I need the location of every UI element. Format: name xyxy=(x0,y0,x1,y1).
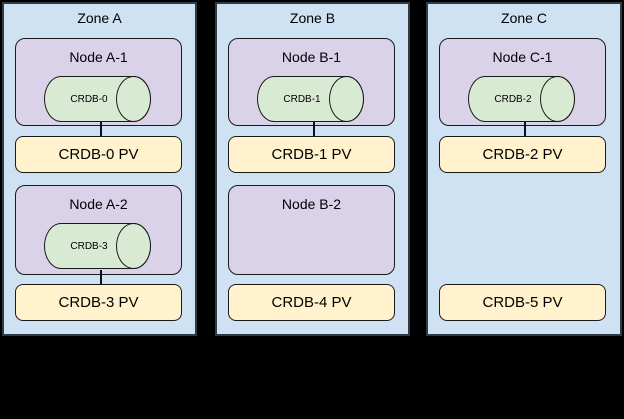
zone-b-container: Zone B Node B-1 CRDB-1 CRDB-1 PV Node B-… xyxy=(215,2,410,336)
node-c1-box: Node C-1 CRDB-2 xyxy=(439,38,606,126)
crdb-0-pv-box: CRDB-0 PV xyxy=(15,136,182,173)
zone-c-label: Zone C xyxy=(501,10,547,26)
crdb-2-pv-box: CRDB-2 PV xyxy=(439,136,606,173)
node-a2-label: Node A-2 xyxy=(69,196,128,212)
node-b1-label: Node B-1 xyxy=(281,49,342,65)
crdb-2-pv-label: CRDB-2 PV xyxy=(482,146,563,163)
cylinder-end-cap-icon xyxy=(116,223,151,269)
zone-a-label: Zone A xyxy=(77,10,122,26)
zone-c-container: Zone C Node C-1 CRDB-2 CRDB-2 PV CRDB-5 … xyxy=(426,2,622,336)
node-b2-box: Node B-2 xyxy=(228,185,395,275)
crdb-3-pod-label: CRDB-3 xyxy=(70,240,108,252)
crdb-3-cylinder-icon: CRDB-3 xyxy=(44,223,151,269)
node-a1-label: Node A-1 xyxy=(69,49,128,65)
crdb-2-cylinder-icon: CRDB-2 xyxy=(468,76,575,122)
cylinder-end-cap-icon xyxy=(116,76,151,122)
crdb-2-pod-label: CRDB-2 xyxy=(494,93,532,105)
zone-b-label: Zone B xyxy=(289,10,336,26)
pod-to-pv-connector xyxy=(313,122,315,137)
node-a2-box: Node A-2 CRDB-3 xyxy=(15,185,182,275)
crdb-5-pv-box: CRDB-5 PV xyxy=(439,284,606,321)
crdb-1-pv-label: CRDB-1 PV xyxy=(271,146,352,163)
crdb-1-cylinder-icon: CRDB-1 xyxy=(257,76,364,122)
pod-to-pv-connector xyxy=(100,270,102,285)
cylinder-end-cap-icon xyxy=(540,76,575,122)
crdb-0-pod-label: CRDB-0 xyxy=(70,93,108,105)
pod-to-pv-connector xyxy=(524,122,526,137)
node-c1-label: Node C-1 xyxy=(492,49,553,65)
crdb-0-cylinder-icon: CRDB-0 xyxy=(44,76,151,122)
crdb-1-pv-box: CRDB-1 PV xyxy=(228,136,395,173)
crdb-1-pod-label: CRDB-1 xyxy=(283,93,321,105)
cylinder-end-cap-icon xyxy=(329,76,364,122)
pod-to-pv-connector xyxy=(100,122,102,137)
zone-a-container: Zone A Node A-1 CRDB-0 CRDB-0 PV Node A-… xyxy=(2,2,197,336)
node-b1-box: Node B-1 CRDB-1 xyxy=(228,38,395,126)
crdb-3-pv-label: CRDB-3 PV xyxy=(58,294,139,311)
crdb-3-pv-box: CRDB-3 PV xyxy=(15,284,182,321)
node-a1-box: Node A-1 CRDB-0 xyxy=(15,38,182,126)
node-b2-label: Node B-2 xyxy=(281,196,342,212)
crdb-4-pv-box: CRDB-4 PV xyxy=(228,284,395,321)
crdb-0-pv-label: CRDB-0 PV xyxy=(58,146,139,163)
crdb-4-pv-label: CRDB-4 PV xyxy=(271,294,352,311)
crdb-5-pv-label: CRDB-5 PV xyxy=(482,294,563,311)
